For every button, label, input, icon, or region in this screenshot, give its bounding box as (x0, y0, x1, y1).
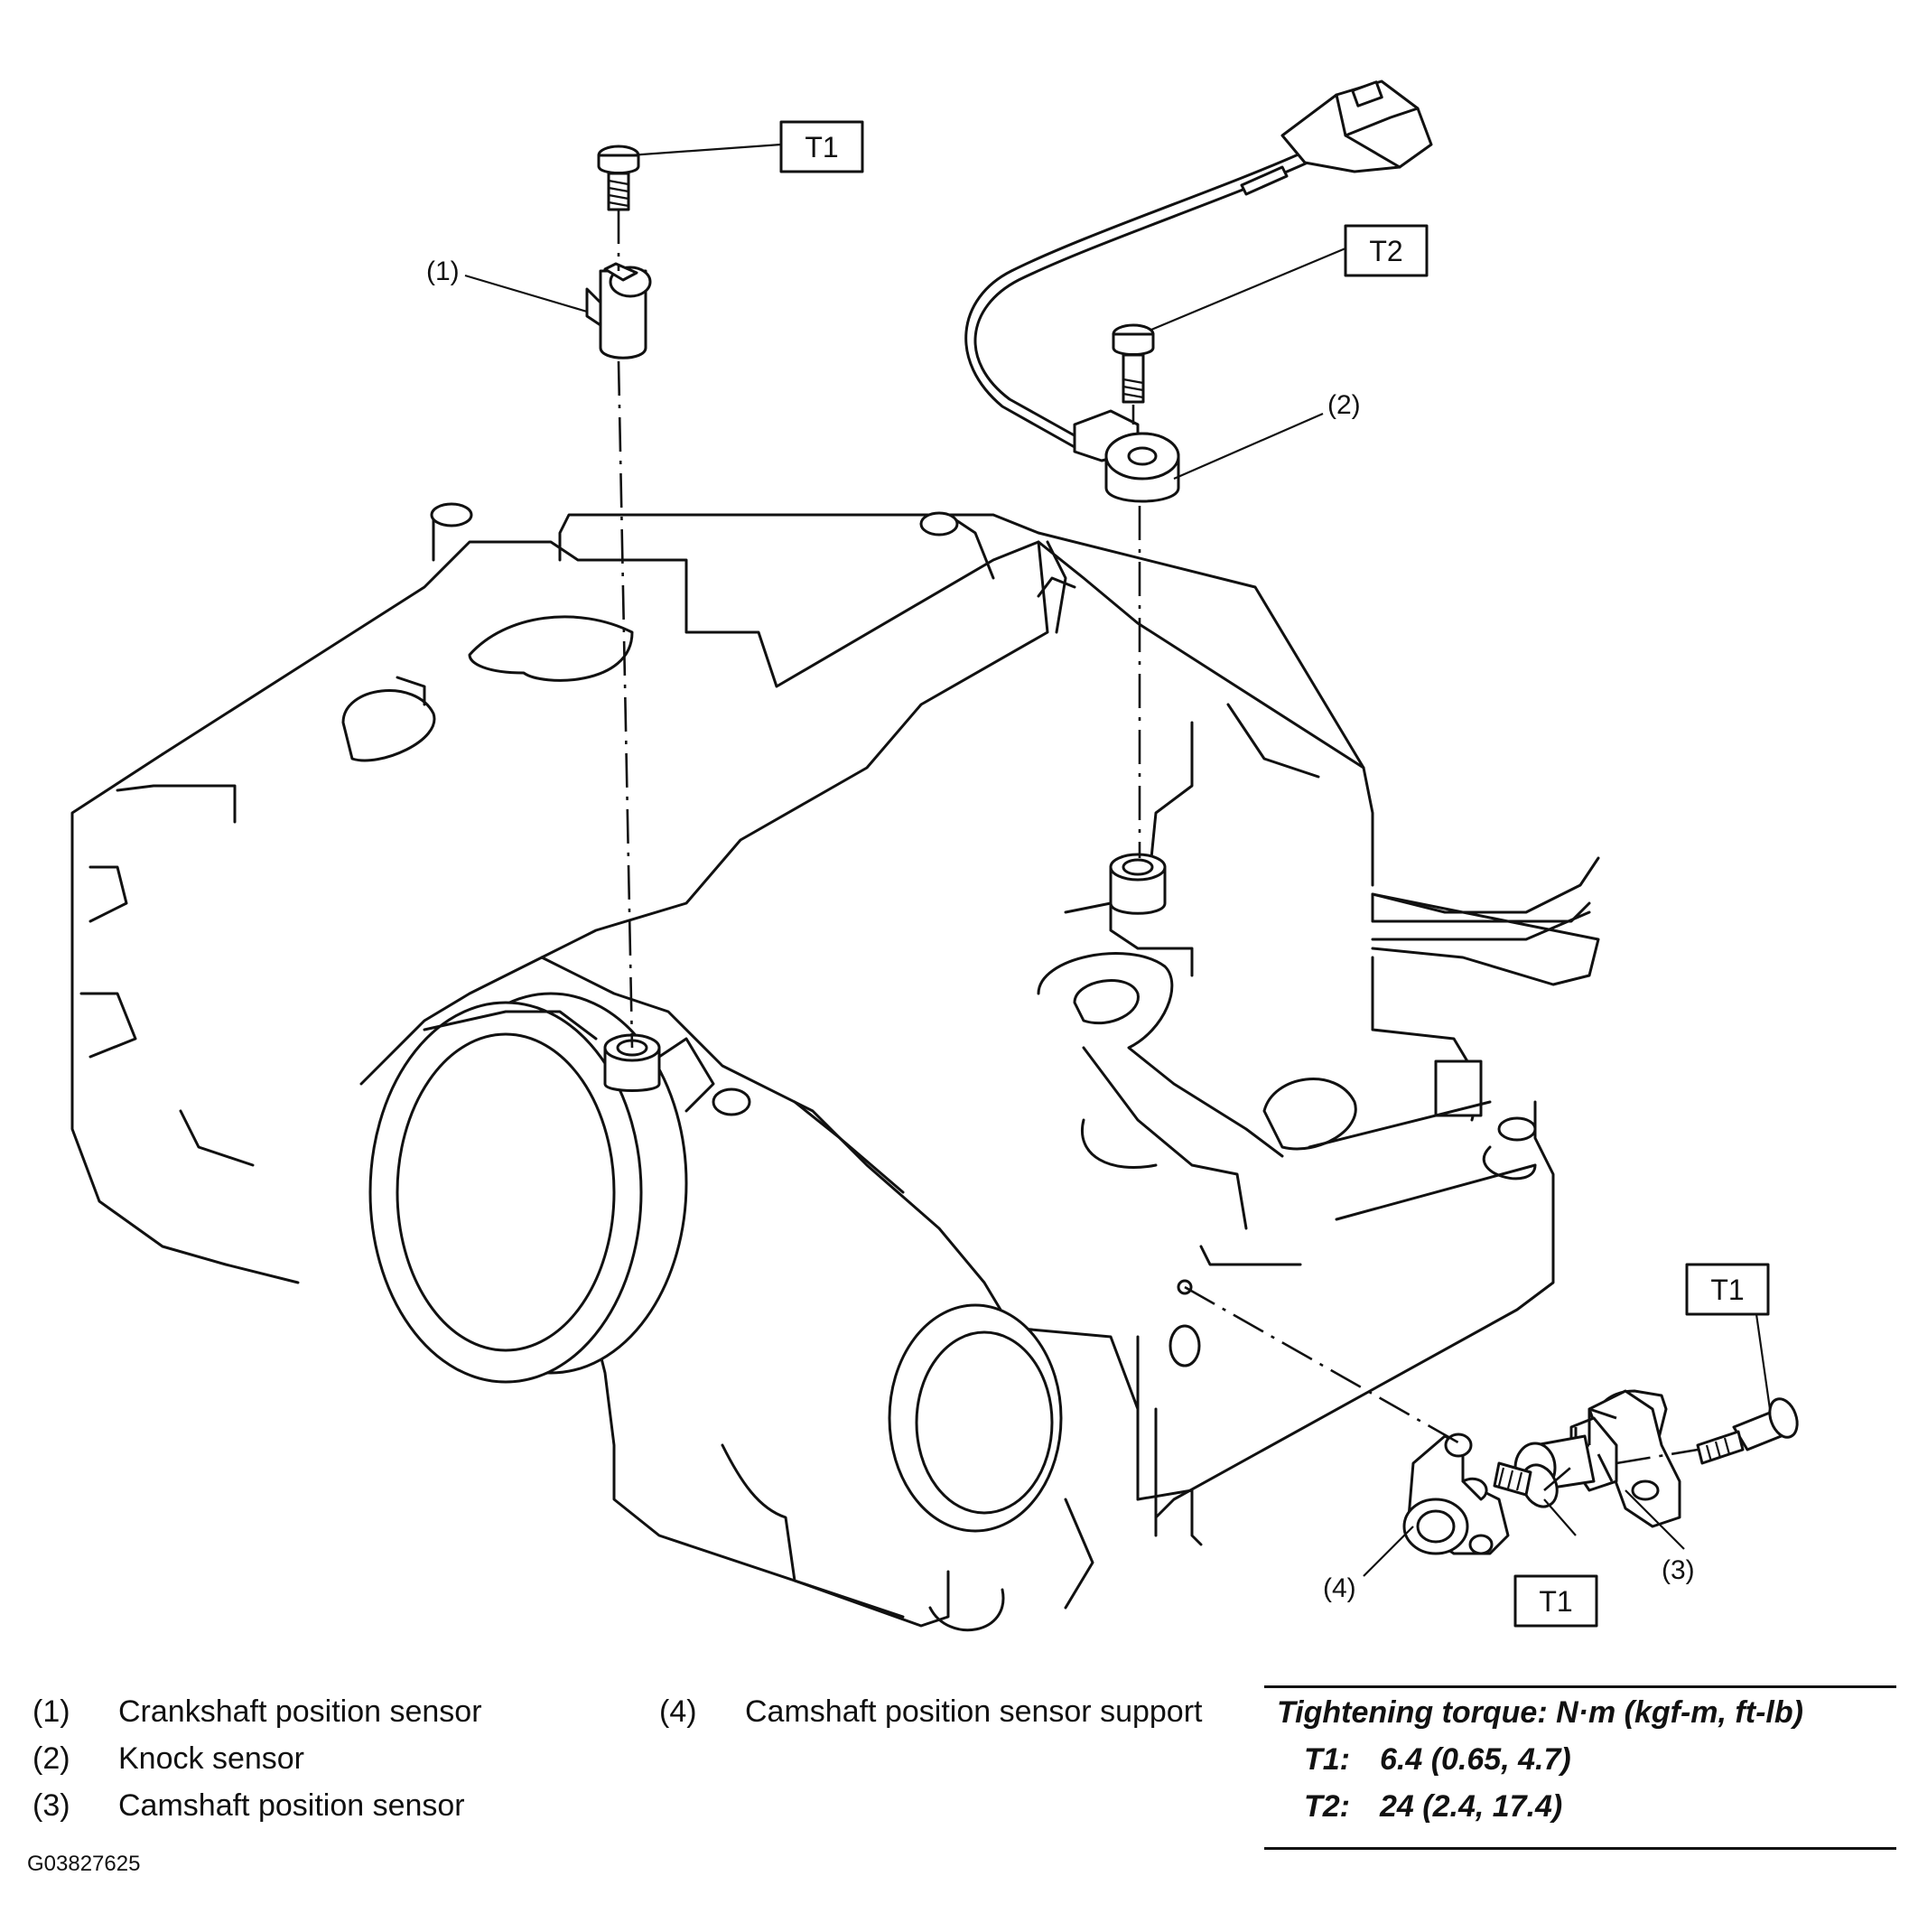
torque-table-title: Tightening torque: N·m (kgf-m, ft-lb) (1277, 1695, 1803, 1730)
legend-label: Knock sensor (118, 1741, 304, 1776)
parts-legend: (1) Crankshaft position sensor (2) Knock… (0, 1680, 1918, 1861)
camshaft-sensor-support-part (1402, 1433, 1559, 1555)
torque-tag-box (1344, 224, 1429, 277)
engine-block (70, 502, 1600, 1632)
installation-axis-lines (617, 210, 1699, 1491)
crankshaft-position-sensor-part (585, 145, 652, 359)
torque-tag-box (779, 120, 864, 173)
torque-tag-t1-bottom: T1 (1539, 1585, 1572, 1618)
camshaft-position-sensor-part (1513, 1389, 1799, 1528)
torque-tag-t1-top: T1 (805, 131, 838, 163)
engine-sensor-diagram: (1) (2) (3) (4) T1 T2 T1 T1 (70, 79, 1799, 1632)
legend-label: Camshaft position sensor (118, 1788, 465, 1823)
leader-lines (464, 143, 1772, 1577)
torque-tag-box (1685, 1263, 1770, 1316)
legend-number: (2) (33, 1741, 70, 1776)
legend-label: Camshaft position sensor support (745, 1694, 1203, 1729)
torque-row-t2: T2: 24 (2.4, 17.4) (1304, 1789, 1562, 1825)
torque-value: 24 (2.4, 17.4) (1380, 1789, 1563, 1824)
torque-value: 6.4 (0.65, 4.7) (1380, 1742, 1571, 1777)
legend-number: (3) (33, 1788, 70, 1823)
torque-row-t1: T1: 6.4 (0.65, 4.7) (1304, 1742, 1571, 1778)
figure-id: G03827625 (27, 1852, 141, 1876)
torque-key: T2: (1304, 1789, 1350, 1824)
torque-key: T1: (1304, 1742, 1350, 1777)
callout-1: (1) (426, 257, 460, 286)
legend-label: Crankshaft position sensor (118, 1694, 482, 1729)
tightening-torque-table: Tightening torque: N·m (kgf-m, ft-lb) T1… (1264, 1685, 1896, 1850)
callout-3: (3) (1662, 1555, 1695, 1585)
callout-labels: (1) (2) (3) (4) (426, 257, 1695, 1603)
torque-tag-t1-right: T1 (1710, 1274, 1744, 1306)
legend-number: (1) (33, 1694, 70, 1729)
callout-2: (2) (1327, 390, 1361, 420)
torque-tag-box (1513, 1574, 1598, 1628)
legend-number: (4) (659, 1694, 697, 1729)
torque-tag-t2: T2 (1369, 235, 1402, 267)
callout-4: (4) (1323, 1573, 1356, 1603)
torque-tag-boxes: T1 T2 T1 T1 (779, 120, 1770, 1628)
knock-sensor-part (964, 79, 1433, 503)
